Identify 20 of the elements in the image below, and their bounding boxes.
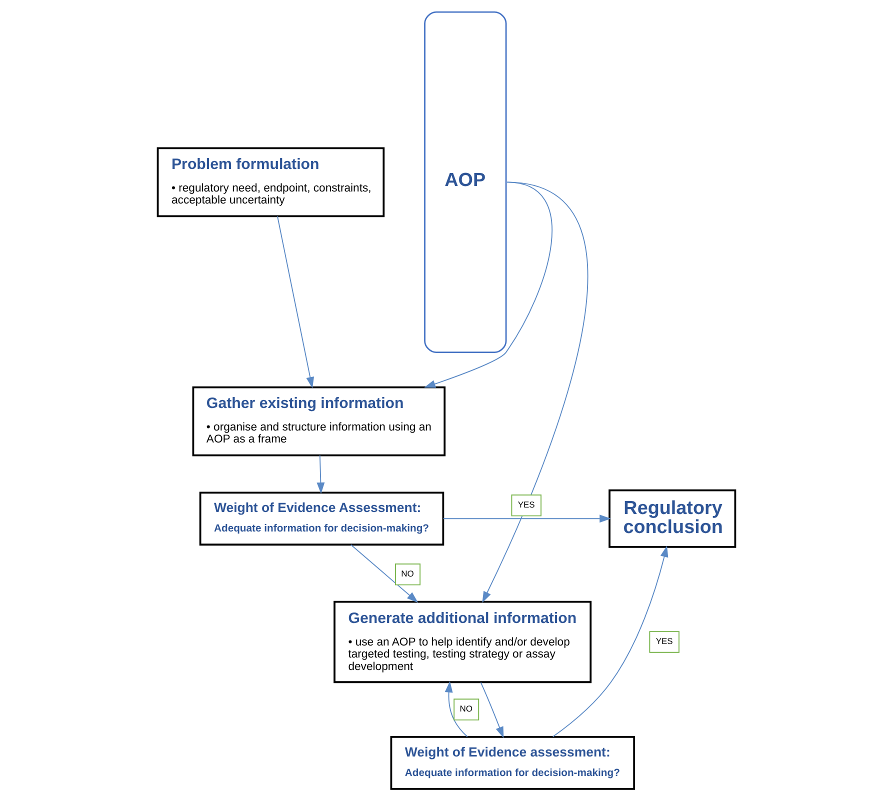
node-box: Gather existing information • organise and structure information using an AOP as a frame: [192, 386, 446, 456]
node-box: Weight of Evidence Assessment: Adequate information for decision-making?: [199, 492, 444, 546]
node-box: AOP: [424, 11, 507, 353]
node-box: Weight of Evidence assessment: Adequate information for decision-making?: [390, 736, 636, 790]
edge-label: NO: [460, 704, 472, 714]
arrow: [442, 514, 611, 523]
node-box: Regulatory conclusion: [608, 489, 736, 548]
arrow: [444, 681, 468, 738]
edge-label: YES: [518, 499, 535, 510]
arrow: [424, 182, 552, 388]
node-box: Problem formulation • regulatory need, endpoint, constraints, acceptable uncertainty: [156, 147, 385, 218]
arrow: [552, 546, 668, 738]
edge-label: NO: [401, 568, 414, 578]
arrow: [480, 682, 504, 738]
edge-label: YES: [656, 636, 673, 646]
node-box: Generate additional information • use an AOP to help identify and/or develop targeted testing, testing strategy or assay development: [334, 600, 592, 684]
arrow: [482, 182, 588, 603]
arrow: [350, 544, 418, 603]
arrow: [316, 454, 325, 494]
arrow: [277, 216, 314, 388]
